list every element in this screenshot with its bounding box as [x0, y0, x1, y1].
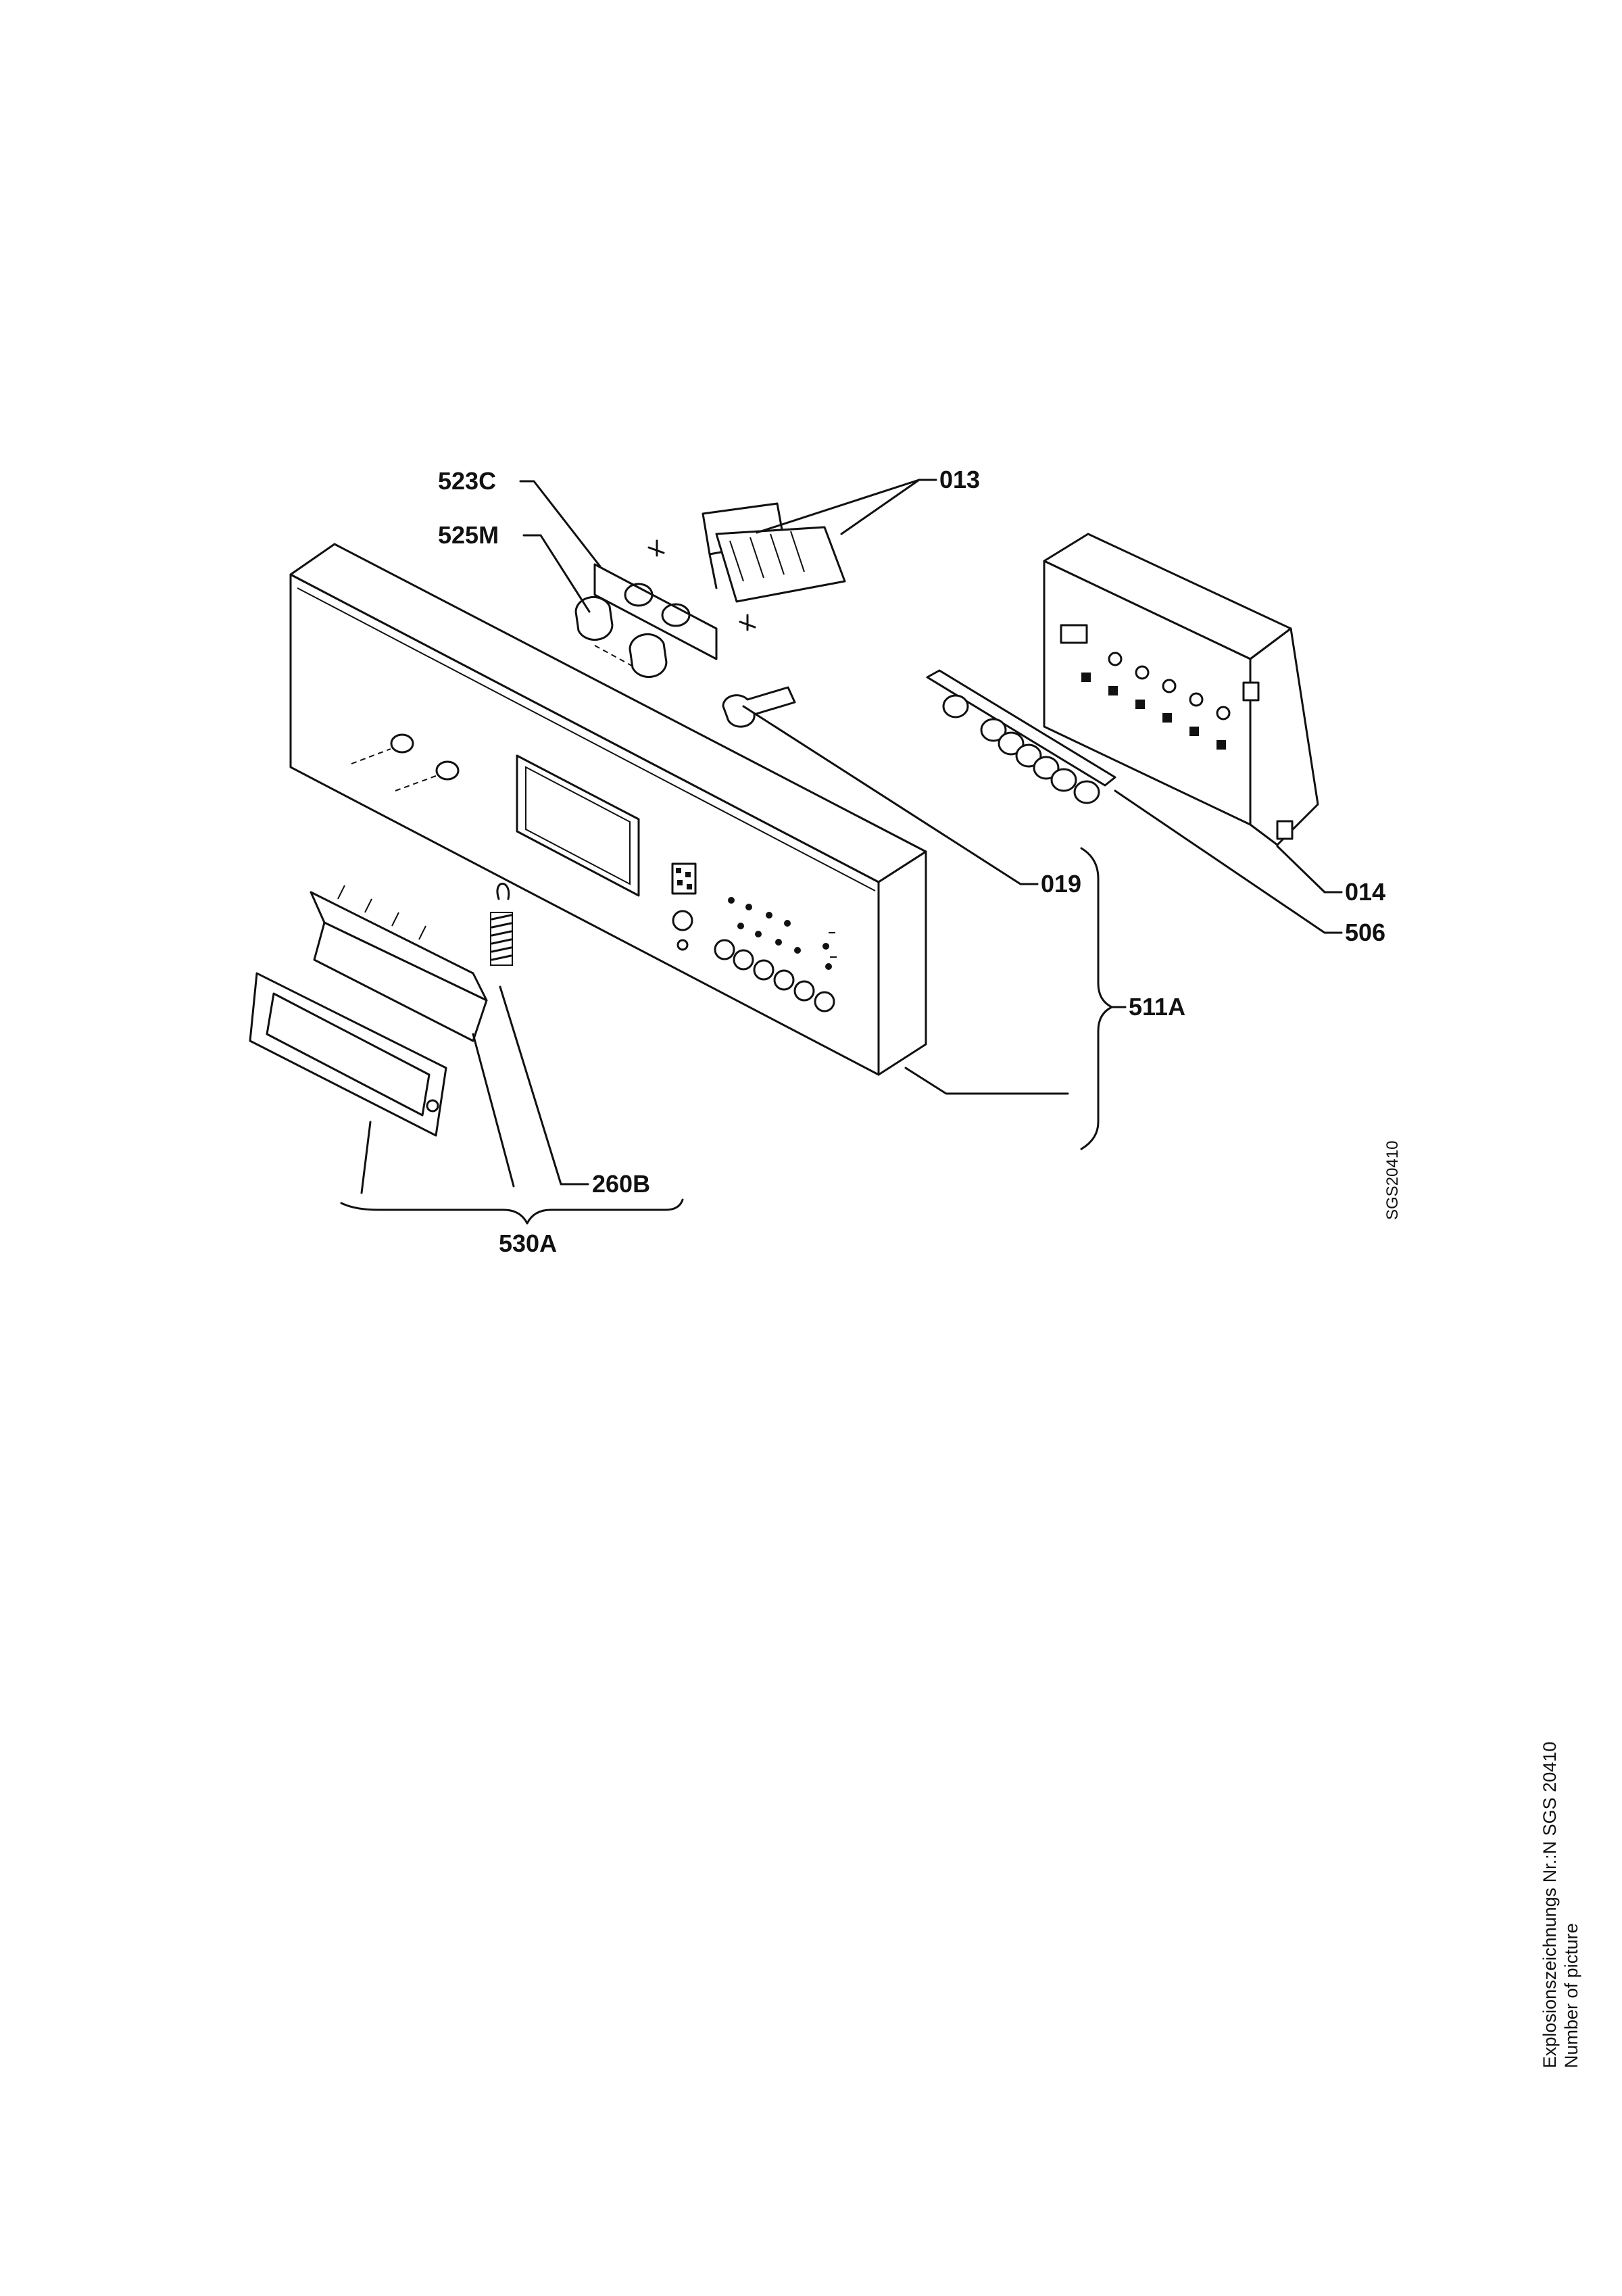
switch-bracket-assembly	[574, 502, 846, 728]
control-panel	[289, 543, 927, 1076]
footer-line1: Explosionszeichnungs Nr.:N SGS 20410	[1540, 1742, 1560, 2068]
label-523c: 523C	[438, 467, 496, 495]
electronic-module	[1043, 533, 1319, 846]
footer-line2: Number of picture	[1561, 1923, 1581, 2068]
label-260b: 260B	[592, 1170, 650, 1198]
label-530a: 530A	[499, 1229, 557, 1257]
label-511a: 511A	[1129, 993, 1185, 1021]
label-013: 013	[939, 466, 980, 493]
part-labels: 523C 525M 013 019 014 506 511A 260B 530A	[438, 466, 1385, 1257]
door-handle-assembly	[249, 883, 513, 1137]
button-strip	[926, 669, 1116, 804]
label-019: 019	[1041, 870, 1081, 898]
leader-lines	[340, 479, 1343, 1225]
label-506: 506	[1345, 919, 1385, 946]
label-525m: 525M	[438, 521, 499, 549]
drawing-id: SGS20410	[1383, 1141, 1402, 1220]
label-014: 014	[1345, 878, 1385, 906]
